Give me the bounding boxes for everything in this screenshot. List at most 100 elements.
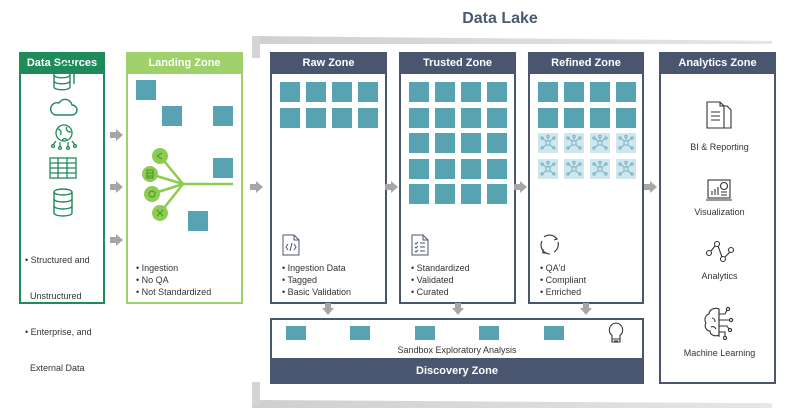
data-block — [358, 107, 378, 128]
raw-zone-header: Raw Zone — [270, 52, 387, 74]
data-block — [409, 158, 429, 179]
bullet: • Compliant — [540, 275, 587, 285]
list-icon — [142, 166, 158, 182]
data-block — [479, 326, 499, 340]
network-node-icon — [540, 134, 556, 150]
data-block — [461, 133, 481, 153]
network-node-icon — [592, 160, 608, 176]
network-block — [590, 158, 610, 179]
data-block — [188, 211, 208, 231]
data-block — [461, 158, 481, 179]
bullet: • Ingestion Data — [282, 263, 346, 273]
refined-zone: Refined Zone • QA'd • Compliant • Enrich… — [528, 52, 644, 304]
landing-bullets: • Ingestion • No QA • Not Standardized — [136, 262, 211, 298]
analytics-zone-header: Analytics Zone — [659, 52, 776, 74]
arrow-down — [580, 303, 592, 315]
data-block — [306, 82, 326, 102]
data-block — [616, 107, 636, 128]
data-block — [435, 158, 455, 179]
network-node-icon — [566, 134, 582, 150]
arrow-right — [110, 129, 123, 141]
database-icon — [53, 188, 73, 217]
network-node-icon — [566, 160, 582, 176]
data-block — [280, 107, 300, 128]
data-block — [358, 82, 378, 102]
data-block — [280, 82, 300, 102]
arrow-right — [110, 181, 123, 193]
brain-circuit-icon — [704, 306, 734, 341]
bullet: • Not Standardized — [136, 287, 212, 297]
table-grid-icon — [49, 157, 77, 179]
network-node-icon — [592, 134, 608, 150]
data-block — [213, 158, 233, 178]
network-block — [616, 158, 636, 179]
bullet: • Validated — [411, 275, 454, 285]
arrow-right — [514, 181, 527, 193]
network-block — [564, 133, 584, 153]
bullet: • Standardized — [411, 263, 470, 273]
data-block — [350, 326, 370, 340]
data-lake-title: Data Lake — [462, 10, 538, 27]
data-block — [461, 184, 481, 204]
data-block — [332, 107, 352, 128]
trusted-bullets: • Standardized • Validated • Curated — [411, 262, 470, 298]
bullet: • Curated — [411, 287, 449, 297]
network-block — [538, 133, 558, 153]
data-block — [538, 107, 558, 128]
data-block — [461, 107, 481, 128]
data-block — [409, 184, 429, 204]
data-block — [306, 107, 326, 128]
bullet: • Structured and — [25, 255, 90, 265]
network-node-icon — [618, 134, 634, 150]
share-icon — [152, 148, 168, 164]
cloud-icon — [49, 98, 78, 116]
data-block — [544, 326, 564, 340]
analytics-item-label: Visualization — [694, 207, 745, 217]
data-block — [487, 82, 507, 102]
arrow-right — [385, 181, 398, 193]
analytics-item-label: Analytics — [701, 271, 738, 281]
data-block — [487, 107, 507, 128]
bullet: • Enterprise, and — [25, 327, 92, 337]
database-stack-icon — [53, 62, 75, 91]
analytics-zone: Analytics Zone BI & Reporting Visualizat… — [659, 52, 776, 384]
analytics-item-label: Machine Learning — [683, 348, 756, 358]
data-block — [564, 82, 584, 102]
arrow-right — [110, 234, 123, 246]
arrow-right — [250, 181, 263, 193]
data-block — [435, 184, 455, 204]
landing-zone-header: Landing Zone — [126, 52, 243, 74]
data-lake-bracket-left-top — [252, 36, 260, 58]
checklist-icon — [411, 234, 429, 256]
data-block — [616, 82, 636, 102]
data-block — [409, 107, 429, 128]
analytics-item-label: BI & Reporting — [690, 142, 749, 152]
lightbulb-icon — [608, 322, 624, 343]
gear-icon — [144, 186, 160, 202]
data-block — [487, 158, 507, 179]
bullet: External Data — [25, 363, 85, 373]
data-block — [461, 82, 481, 102]
globe-network-icon — [50, 124, 78, 151]
trusted-zone-header: Trusted Zone — [399, 52, 516, 74]
data-block — [487, 184, 507, 204]
line-nodes-icon — [705, 240, 735, 263]
data-block — [487, 133, 507, 153]
bullet: • Ingestion — [136, 263, 179, 273]
network-node-icon — [618, 160, 634, 176]
data-sources-zone: Data Sources • Structured and Unstructur… — [19, 52, 105, 373]
discovery-zone-footer: Discovery Zone — [270, 358, 644, 384]
data-block — [415, 326, 435, 340]
refresh-cycle-icon — [540, 234, 559, 255]
data-block — [136, 80, 156, 100]
arrow-down — [452, 303, 464, 315]
data-block — [590, 82, 610, 102]
arrow-down — [322, 303, 334, 315]
data-block — [435, 82, 455, 102]
data-lake-bracket-bottom — [252, 400, 772, 408]
discovery-zone: Sandbox Exploratory Analysis Discovery Z… — [270, 318, 644, 384]
data-block — [162, 106, 182, 126]
sandbox-label: Sandbox Exploratory Analysis — [397, 345, 517, 355]
bullet: • Enriched — [540, 287, 582, 297]
raw-zone: Raw Zone • Ingestion Data • Tagged • Bas… — [270, 52, 387, 304]
